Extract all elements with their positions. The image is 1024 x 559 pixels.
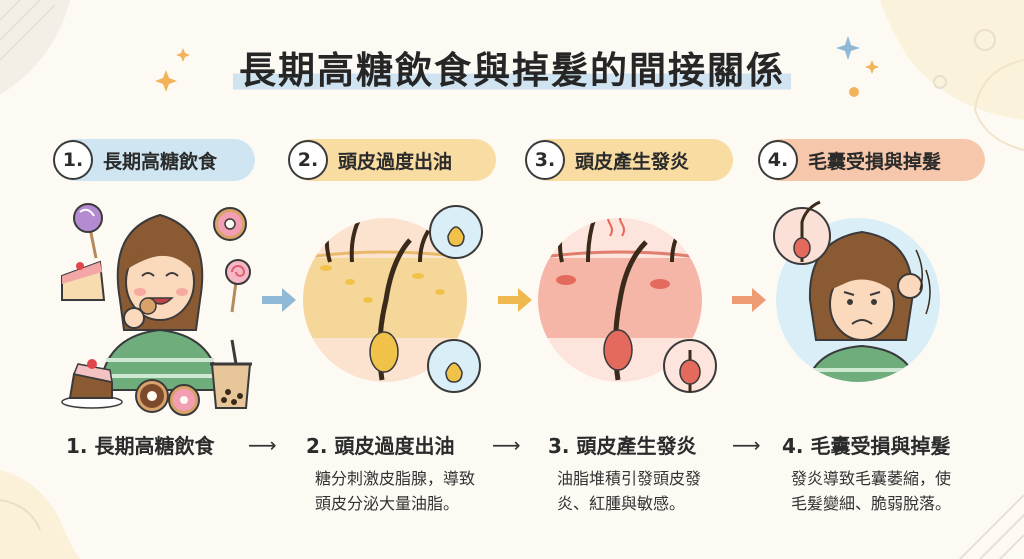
step-desc-2: 糖分刺激皮脂腺，導致 頭皮分泌大量油脂。 <box>315 469 476 513</box>
title-area: 長期高糖飲食與掉髮的間接關係 <box>0 40 1024 94</box>
step-title-3: 3. 頭皮產生發炎 <box>548 434 697 458</box>
flow-arrow-icon: ⟶ <box>248 433 277 457</box>
step-title-2: 2. 頭皮過度出油 <box>306 434 455 458</box>
step-number-1: 1. <box>53 140 93 180</box>
step-pill-label-3: 頭皮產生發炎 <box>575 150 690 173</box>
arrow-right-icon <box>732 288 766 312</box>
step-desc-4: 發炎導致毛囊萎縮，使 毛髮變細、脆弱脫落。 <box>791 469 952 513</box>
flow-arrow-icon: ⟶ <box>732 433 761 457</box>
step-number-2: 2. <box>288 140 328 180</box>
oily-scalp-illustration <box>303 205 483 393</box>
step-number-4: 4. <box>758 140 798 180</box>
step-pill-2: 2. 頭皮過度出油 <box>288 139 496 181</box>
hair-loss-girl-illustration <box>773 200 940 382</box>
arrow-right-icon <box>498 288 532 312</box>
arrow-right-icon <box>262 288 296 312</box>
step-number-3: 3. <box>525 140 565 180</box>
girl-eating-sweets-illustration <box>61 203 252 416</box>
page-title: 長期高糖飲食與掉髮的間接關係 <box>233 40 791 94</box>
step-pill-4: 4. 毛囊受損與掉髮 <box>758 139 985 181</box>
step-title-4: 4. 毛囊受損與掉髮 <box>782 434 951 458</box>
step-pill-label-2: 頭皮過度出油 <box>338 150 453 173</box>
step-desc-3: 油脂堆積引發頭皮發 炎、紅腫與敏感。 <box>557 469 702 513</box>
flow-arrow-icon: ⟶ <box>492 433 521 457</box>
step-title-1: 1. 長期高糖飲食 <box>66 434 215 458</box>
step-pill-label-4: 毛囊受損與掉髮 <box>808 150 942 173</box>
step-pill-1: 1. 長期高糖飲食 <box>53 139 255 181</box>
inflamed-scalp-illustration <box>538 218 717 393</box>
step-pill-3: 3. 頭皮產生發炎 <box>525 139 733 181</box>
step-pill-label-1: 長期高糖飲食 <box>103 150 218 173</box>
